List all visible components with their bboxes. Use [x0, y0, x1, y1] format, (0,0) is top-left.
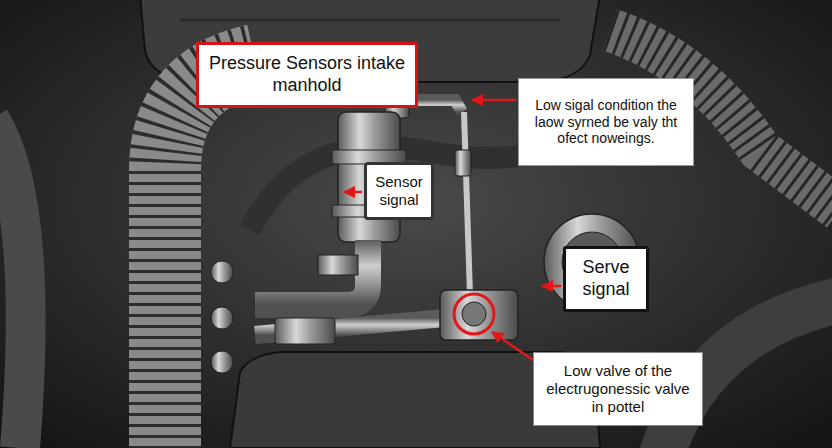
- servo-unit: [544, 214, 640, 310]
- rod-joint: [455, 150, 471, 176]
- actuator-rod: [464, 112, 470, 295]
- pipe-clamp: [275, 318, 335, 344]
- note-callout: Low valve of the electrugonessic valve i…: [533, 352, 703, 426]
- corrugated-hose: [165, 60, 255, 448]
- label-text: Sensor signal: [373, 173, 425, 209]
- elbow-pipe: [255, 240, 368, 305]
- bolt: [211, 351, 233, 373]
- rubber-hose: [250, 140, 560, 230]
- label-text: Serve signal: [572, 257, 640, 300]
- bolt: [211, 307, 233, 329]
- signal-label: Sensor signal: [364, 162, 434, 220]
- title-callout: Pressure Sensors intake manhold: [196, 42, 418, 108]
- label-text: Low sigal condition the laow syrned be v…: [525, 97, 687, 147]
- label-text: Low valve of the electrugonessic valve i…: [540, 362, 696, 416]
- leader-line: [542, 285, 561, 288]
- label-text: Pressure Sensors intake manhold: [205, 53, 409, 96]
- side-hose: [0, 120, 26, 448]
- signal-label: Serve signal: [563, 246, 649, 312]
- bolt: [211, 261, 233, 283]
- electromagnetic-valve: [440, 290, 518, 340]
- leader-line: [492, 332, 533, 360]
- pipe-clamp: [318, 255, 358, 275]
- note-callout: Low sigal condition the laow syrned be v…: [518, 78, 694, 166]
- valve-core: [462, 302, 486, 326]
- leader-line: [344, 191, 362, 194]
- engine-seam: [180, 19, 560, 22]
- leader-line: [472, 99, 516, 102]
- highlight-circle: [454, 294, 494, 334]
- hose-ribs: [165, 60, 255, 448]
